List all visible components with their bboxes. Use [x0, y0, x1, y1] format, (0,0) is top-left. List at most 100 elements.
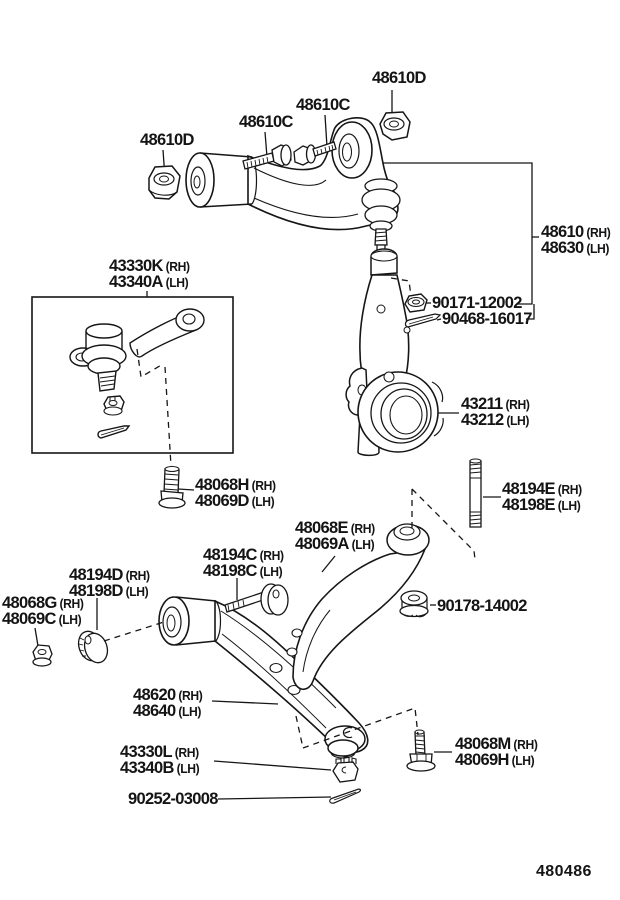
part-number: 48069C — [2, 609, 56, 628]
side-tag: (RH) — [350, 522, 375, 536]
label-knuckle-nut: 90171-12002 — [432, 293, 522, 312]
label-upper-ball-joint: 43330K(RH) 43340A(LH) — [109, 256, 190, 291]
upper-control-arm-drawing — [185, 117, 399, 231]
side-tag: (RH) — [259, 549, 284, 563]
part-number: 43330L — [120, 742, 173, 761]
lower-cotter-pin-drawing — [329, 788, 362, 804]
part-number: 48610 — [541, 222, 584, 241]
part-number: 48610C — [239, 112, 293, 131]
steering-knuckle-drawing — [345, 248, 444, 457]
part-number: 48194C — [203, 545, 257, 564]
strut-rod-drawing — [286, 523, 430, 690]
upper-arm-bolt-front-drawing — [242, 144, 292, 170]
upper-ball-joint-box — [31, 296, 234, 454]
part-number: 48069H — [455, 750, 509, 769]
part-number: 48068E — [295, 518, 348, 537]
side-tag: (LH) — [351, 538, 375, 552]
part-number: 48068M — [455, 734, 511, 753]
upper-arm-bolt-rear-drawing — [293, 141, 337, 166]
side-tag: (RH) — [174, 746, 199, 760]
side-tag: (LH) — [165, 276, 189, 290]
side-tag: (LH) — [125, 585, 149, 599]
upper-ball-joint-drawing — [69, 308, 205, 439]
side-tag: (LH) — [178, 705, 202, 719]
part-number: 48068H — [195, 475, 249, 494]
side-tag: (LH) — [511, 754, 535, 768]
part-number: 43212 — [461, 410, 504, 429]
part-number: 43340B — [120, 758, 174, 777]
part-number: 90468-16017 — [442, 309, 532, 328]
knuckle-cotter-pin-drawing — [404, 313, 442, 328]
side-tag: (LH) — [251, 495, 275, 509]
part-number: 48068G — [2, 593, 57, 612]
side-tag: (LH) — [557, 499, 581, 513]
label-upper-ball-joint-bolt: 48068H(RH) 48069D(LH) — [195, 475, 276, 510]
label-lower-arm-bolt: 48068M(RH) 48069H(LH) — [455, 734, 538, 769]
part-number: 43340A — [109, 272, 163, 291]
upper-arm-nut-rear-drawing — [379, 111, 411, 141]
part-number: 48630 — [541, 238, 584, 257]
part-number: 48069D — [195, 491, 249, 510]
camber-bolt-drawing — [224, 583, 289, 616]
leader-lines — [34, 90, 539, 800]
strut-rod-stud-drawing — [469, 458, 482, 528]
side-tag: (LH) — [506, 414, 530, 428]
part-number: 90171-12002 — [432, 293, 522, 312]
part-number: 48194E — [502, 479, 555, 498]
assembly-dashed-lines — [103, 277, 476, 749]
part-number: 48198D — [69, 581, 123, 600]
upper-arm-nut-front-drawing — [148, 165, 181, 200]
part-number: 43330K — [109, 256, 163, 275]
label-camber-washer: 48194D(RH) 48198D(LH) — [69, 565, 150, 600]
figure-number: 480486 — [536, 863, 592, 880]
label-strut-rod-stud: 48194E(RH) 48198E(LH) — [502, 479, 582, 514]
label-lower-ball-joint: 43330L(RH) 43340B(LH) — [120, 742, 200, 777]
part-number: 48610D — [372, 68, 426, 87]
side-tag: (LH) — [58, 613, 82, 627]
part-number: 48610C — [296, 95, 350, 114]
side-tag: (RH) — [178, 689, 203, 703]
side-tag: (RH) — [513, 738, 538, 752]
part-number: 48194D — [69, 565, 123, 584]
knuckle-nut-drawing — [404, 293, 428, 313]
label-strut-rod: 48068E(RH) 48069A(LH) — [295, 518, 375, 553]
side-tag: (RH) — [125, 569, 150, 583]
side-tag: (RH) — [586, 226, 611, 240]
part-number: 48198C — [203, 561, 257, 580]
label-upper-control-arm: 48610(RH) 48630(LH) — [541, 222, 611, 257]
side-tag: (LH) — [176, 762, 200, 776]
side-tag: (LH) — [586, 242, 610, 256]
strut-rod-nut-drawing — [399, 590, 429, 618]
label-upper-arm-nut-rear: 48610D — [372, 68, 426, 87]
lower-control-arm-drawing — [158, 596, 369, 759]
label-steering-knuckle: 43211(RH) 43212(LH) — [461, 395, 530, 429]
part-number: 48640 — [133, 701, 176, 720]
side-tag: (RH) — [505, 398, 530, 412]
part-number: 48069A — [295, 534, 349, 553]
label-camber-nut: 48068G(RH) 48069C(LH) — [2, 593, 84, 628]
part-number: 48198E — [502, 495, 555, 514]
camber-nut-drawing — [32, 644, 53, 667]
camber-washer-drawing — [77, 630, 109, 664]
upper-arm-ball-joint-drawing — [361, 178, 401, 252]
label-strut-rod-nut: 90178-14002 — [437, 596, 527, 615]
side-tag: (RH) — [59, 597, 84, 611]
label-camber-bolt: 48194C(RH) 48198C(LH) — [203, 545, 284, 580]
side-tag: (LH) — [259, 565, 283, 579]
side-tag: (RH) — [165, 260, 190, 274]
label-lower-control-arm: 48620(RH) 48640(LH) — [133, 685, 203, 720]
upper-ball-joint-bolt-drawing — [158, 466, 186, 509]
part-number: 48620 — [133, 685, 176, 704]
label-lower-cotter-pin: 90252-03008 — [128, 790, 218, 807]
part-number: 90178-14002 — [437, 596, 527, 615]
side-tag: (RH) — [557, 483, 582, 497]
part-number: 48610D — [140, 130, 194, 149]
side-tag: (RH) — [251, 479, 276, 493]
lower-arm-bolt-drawing — [406, 729, 436, 772]
label-upper-arm-bolt-rear: 48610C — [296, 95, 350, 114]
label-knuckle-cotter-pin: 90468-16017 — [442, 309, 532, 328]
lower-ball-joint-nut-drawing — [332, 756, 359, 783]
label-upper-arm-nut-front: 48610D — [140, 130, 194, 149]
label-upper-arm-bolt-front: 48610C — [239, 112, 293, 131]
